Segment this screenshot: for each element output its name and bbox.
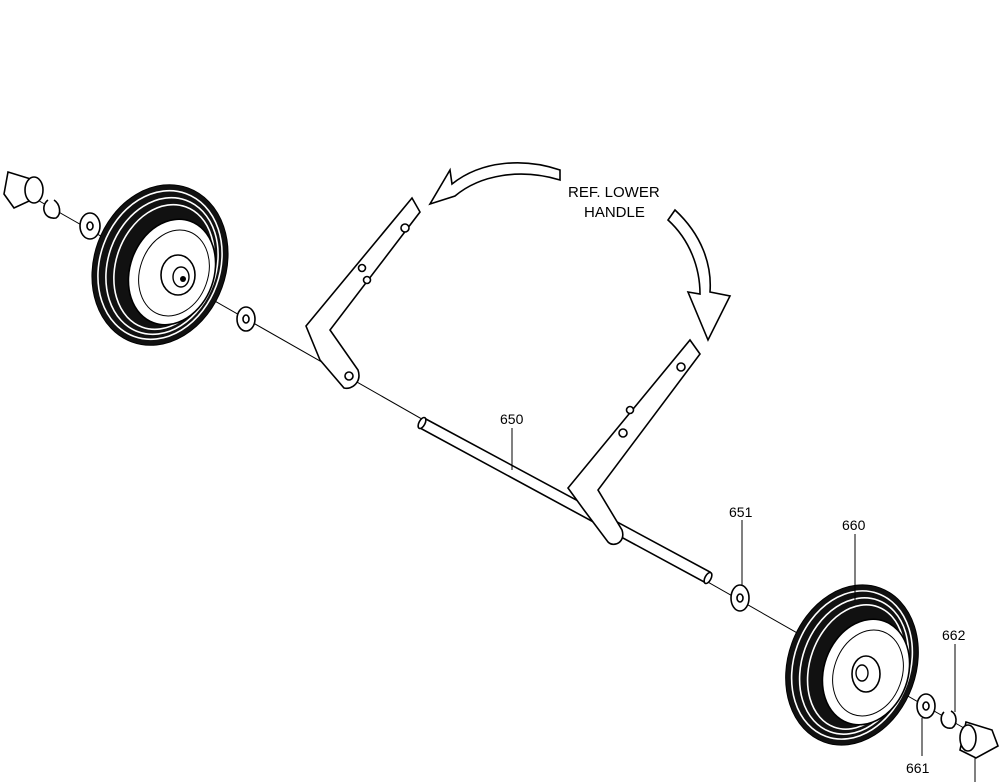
right-hub-cap	[959, 720, 999, 759]
ref-arrow-right	[666, 208, 732, 342]
right-inner-washer	[730, 584, 750, 612]
right-wheel	[785, 584, 919, 746]
left-lower-handle	[305, 196, 421, 390]
left-wheel	[91, 184, 229, 346]
callout-650: 650	[500, 411, 524, 427]
ref-arrow-left	[428, 162, 561, 206]
ref-lower-handle-line2: HANDLE	[584, 204, 645, 221]
ref-lower-handle-line1: REF. LOWER	[568, 184, 660, 201]
left-outer-washer	[79, 212, 101, 240]
right-clip	[940, 710, 957, 729]
axle-rod	[417, 416, 713, 585]
left-hub-cap	[3, 170, 44, 210]
callout-662: 662	[942, 627, 966, 643]
callout-660: 660	[842, 517, 866, 533]
right-lower-handle	[566, 338, 701, 546]
left-inner-washer	[236, 306, 256, 332]
left-clip	[43, 199, 61, 219]
callout-661: 661	[906, 760, 930, 776]
right-spacer-washer	[916, 693, 936, 719]
callout-651: 651	[729, 504, 753, 520]
